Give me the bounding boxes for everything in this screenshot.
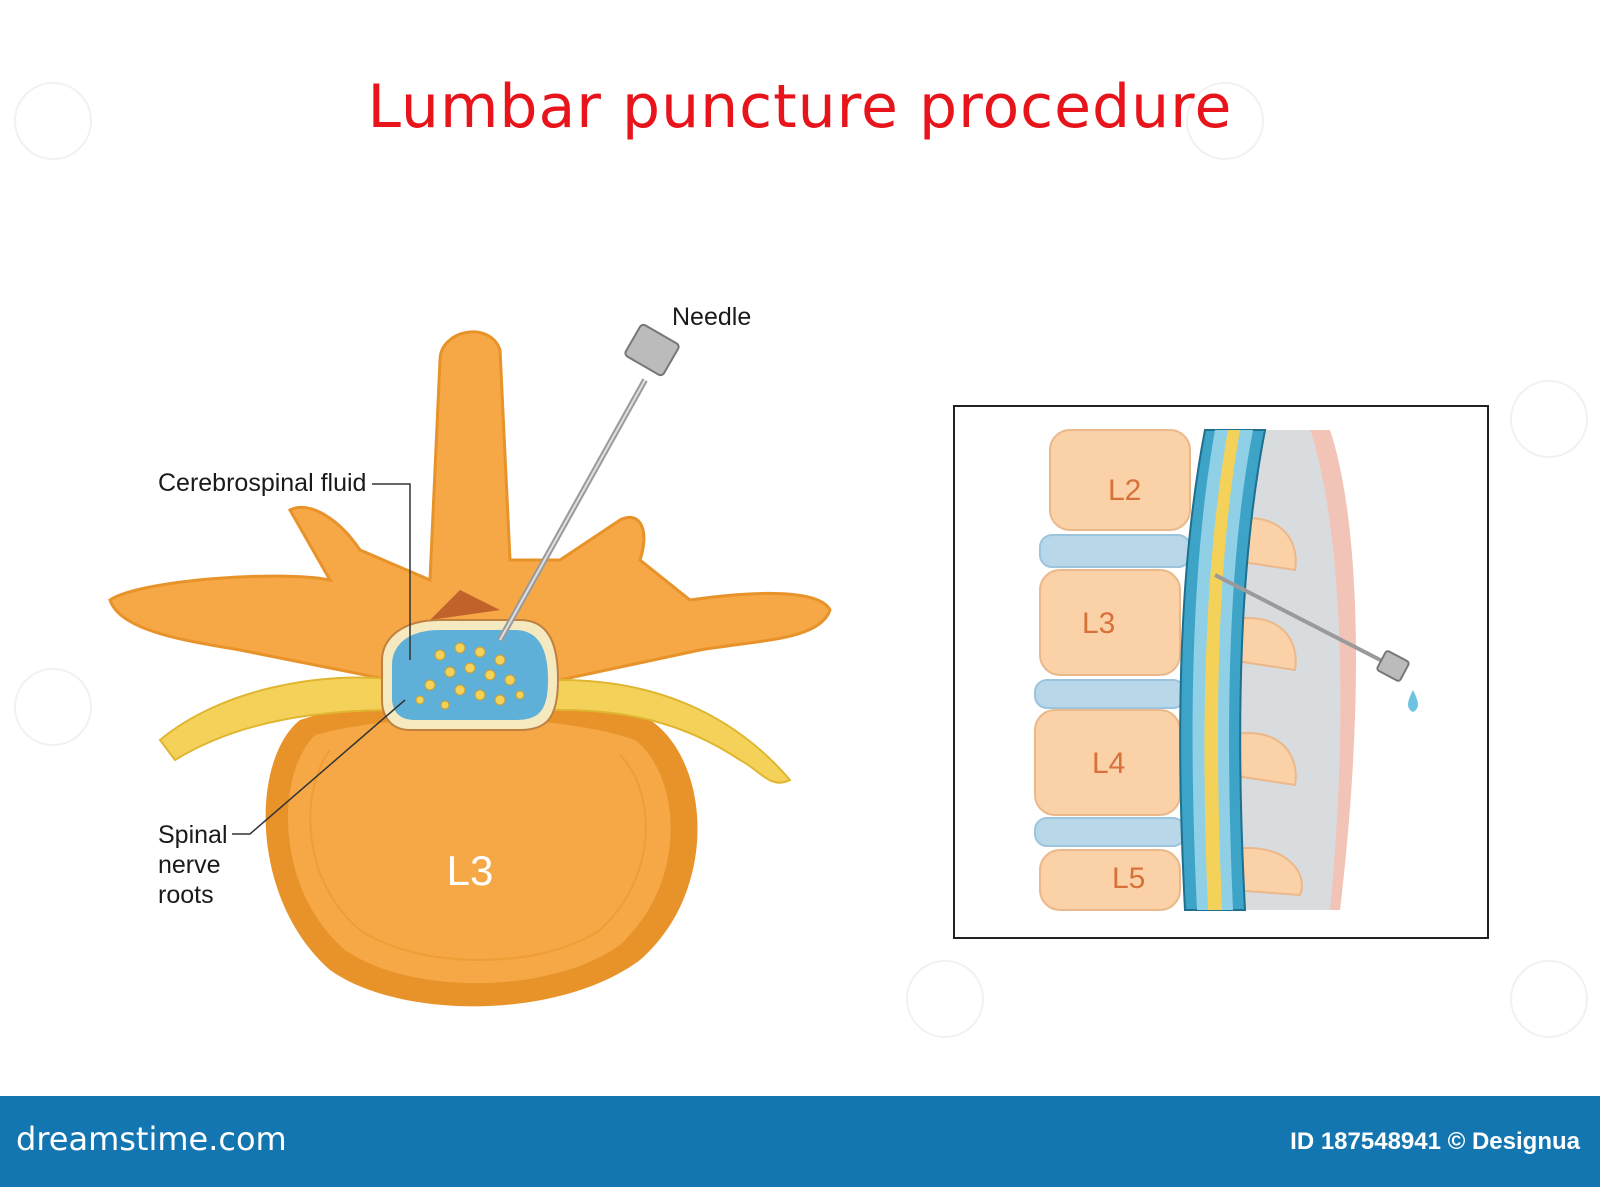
leader-lines [232, 483, 411, 835]
brand-logo[interactable]: dreamstime.com [16, 1120, 287, 1158]
label-l5: L5 [1112, 862, 1145, 895]
vertebra-l2 [1049, 429, 1191, 531]
label-l4: L4 [1092, 747, 1125, 780]
vertebra-l3 [1039, 569, 1181, 676]
spine-side-view [1034, 429, 1357, 911]
vertebral-body [265, 697, 698, 1007]
disc [1034, 817, 1186, 847]
diagram-title: Lumbar puncture procedure [367, 72, 1233, 142]
spinal-nerve [158, 676, 792, 784]
label-nerve-roots: Spinal nerve roots [158, 820, 228, 910]
vertebra-l5 [1039, 849, 1181, 911]
label-l3: L3 [1082, 607, 1115, 640]
vertebra-label-l3: L3 [447, 847, 494, 894]
disc [1034, 679, 1186, 709]
watermark-icon [906, 960, 984, 1038]
needle-left [497, 323, 680, 642]
needle-right [1214, 573, 1418, 712]
label-nerve-roots-line1: Spinal [158, 821, 228, 849]
csf-drop-icon [1408, 690, 1418, 712]
image-credit: ID 187548941 © Designua [1290, 1128, 1580, 1155]
watermark-icon [14, 82, 92, 160]
label-nerve-roots-line2: nerve [158, 851, 221, 879]
watermark-icon [1186, 82, 1264, 160]
watermark-icon [14, 668, 92, 746]
label-csf: Cerebrospinal fluid [158, 469, 367, 497]
watermark-icon [1510, 960, 1588, 1038]
label-needle: Needle [672, 303, 752, 331]
vertebral-arch [108, 330, 832, 682]
watermark-icon [1510, 380, 1588, 458]
disc [1039, 534, 1191, 568]
footer-bar: dreamstime.com ID 187548941 © Designua [0, 1096, 1600, 1187]
label-l2: L2 [1108, 474, 1141, 507]
spinal-canal [381, 619, 560, 731]
label-nerve-roots-line3: roots [158, 881, 214, 909]
